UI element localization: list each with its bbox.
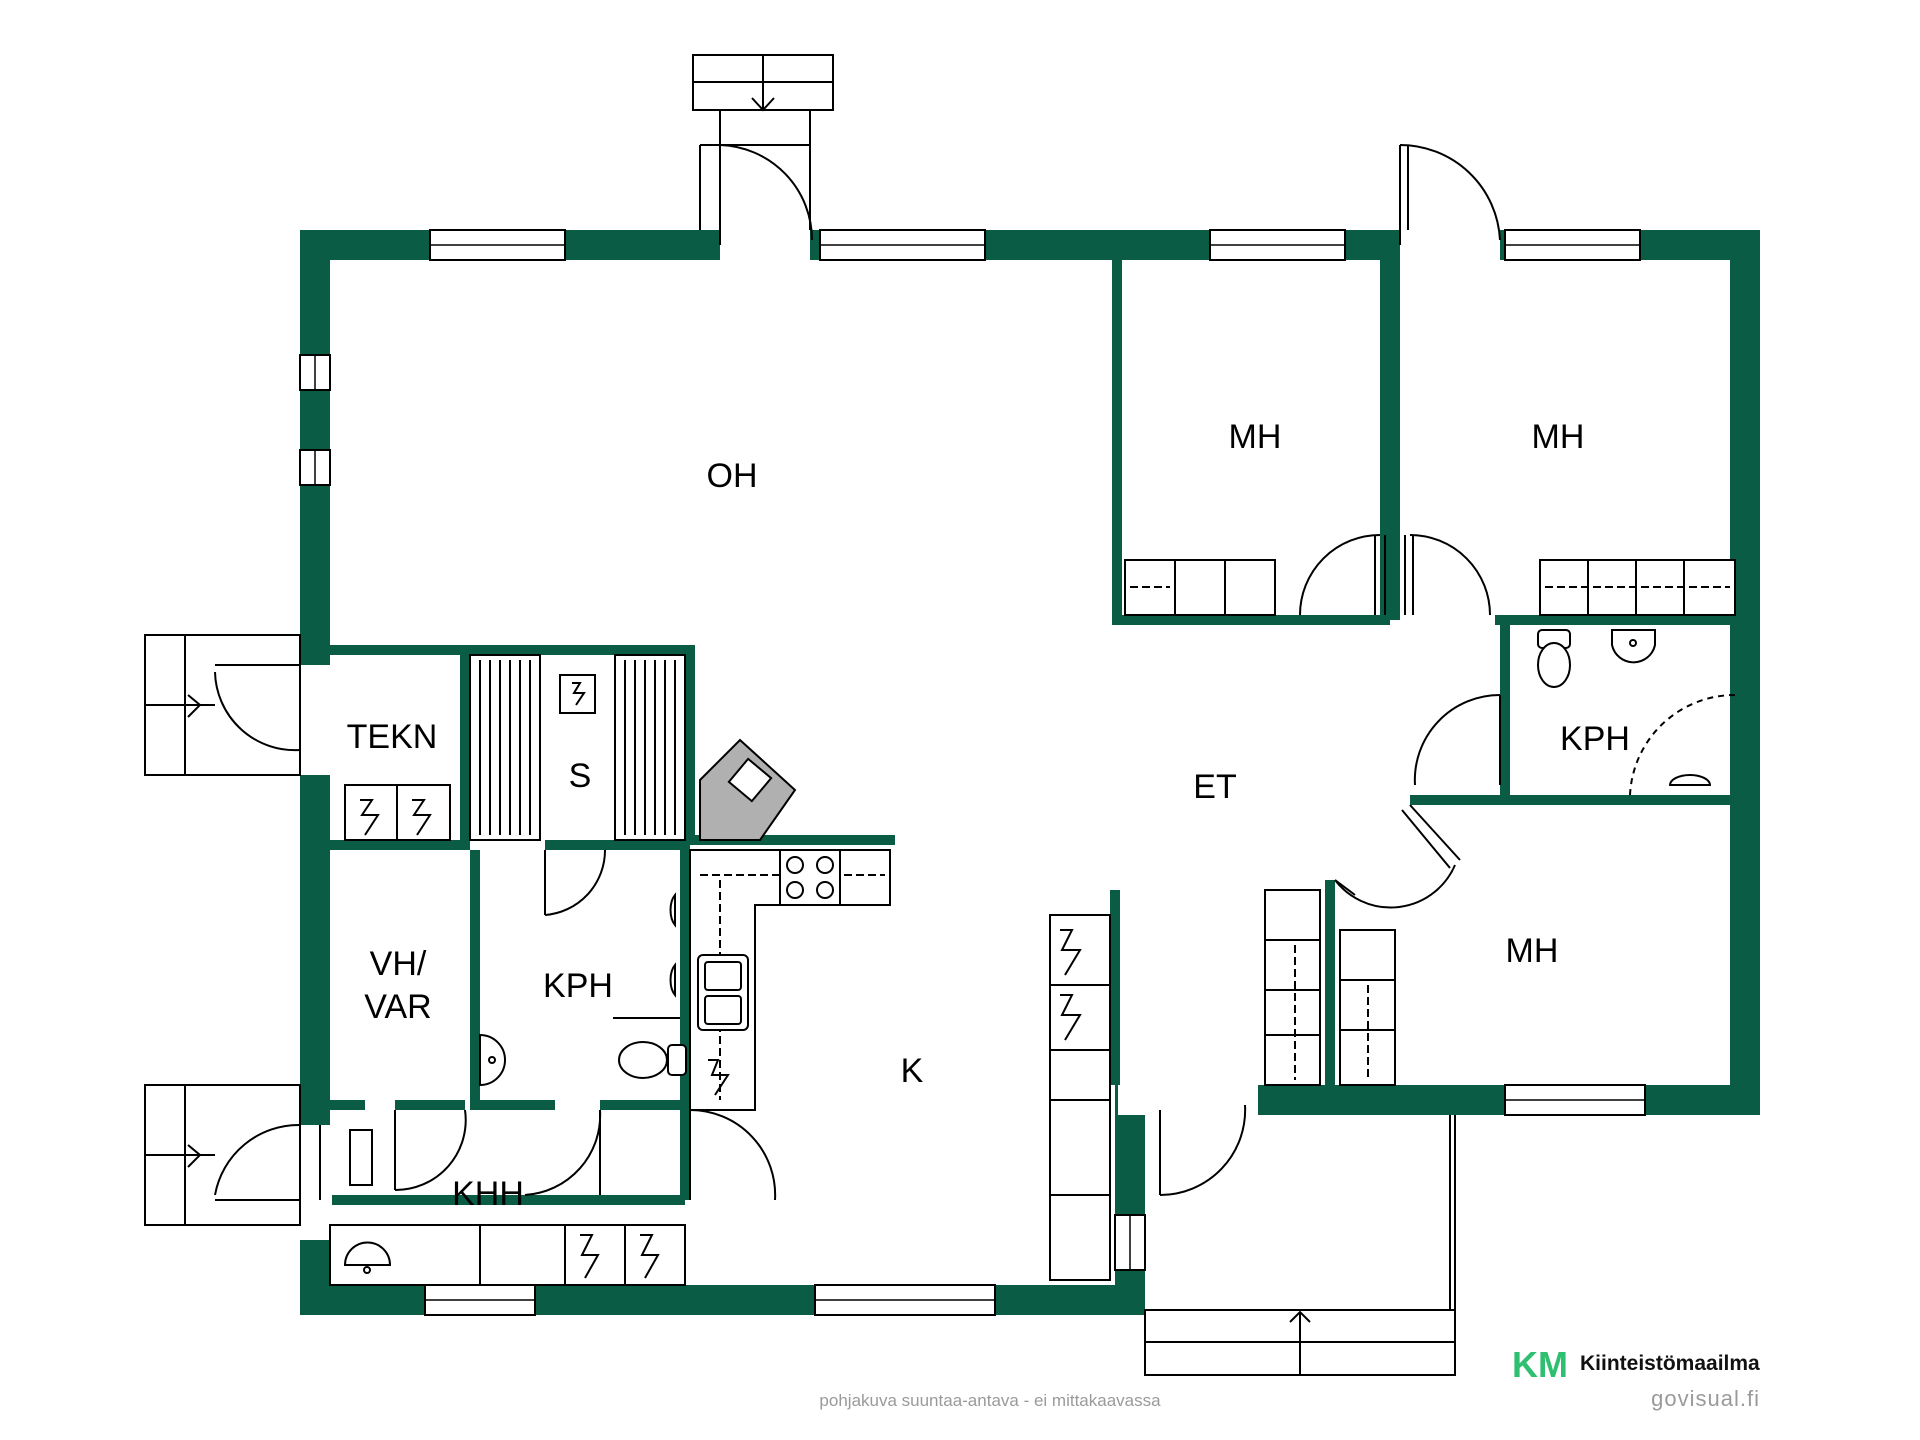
kitchen-counter [689,849,891,1111]
room-label-vh-var-line2: VAR [364,988,431,1026]
sauna-benches [469,654,686,841]
entry-steps [144,54,1456,1376]
footer: pohjakuva suuntaa-antava - ei mittakaava… [819,1344,1760,1411]
room-label-k: K [901,1052,924,1090]
room-label-khh: KHH [452,1175,524,1213]
room-label-mh3: MH [1506,932,1559,970]
electric-symbols [360,682,1082,1279]
disclaimer-text: pohjakuva suuntaa-antava - ei mittakaava… [819,1391,1161,1410]
brand-name: Kiinteistömaailma [1580,1352,1760,1375]
wardrobes [329,559,1736,1286]
room-label-vh-var-line1: VH/ [370,945,427,983]
room-labels: OH MH MH TEKN S ET KPH MH VH/ VAR KPH K … [347,418,1630,1213]
credit-text: govisual.fi [1651,1386,1760,1411]
doors [214,125,1736,1201]
room-label-s: S [569,757,592,795]
room-label-tekn: TEKN [347,718,438,756]
sanitary-fixtures [343,629,1712,1274]
room-label-mh2: MH [1532,418,1585,456]
room-label-et: ET [1193,768,1236,806]
room-label-oh: OH [707,457,758,495]
fireplace [699,738,797,841]
room-label-mh1: MH [1229,418,1282,456]
brand-logo-mark: KM [1512,1344,1568,1385]
room-label-kph-left: KPH [543,967,613,1005]
interior-walls [325,260,1735,1205]
door-gaps [298,228,1500,1240]
window-glass-lines [314,244,1645,1301]
room-label-kph-right: KPH [1560,720,1630,758]
